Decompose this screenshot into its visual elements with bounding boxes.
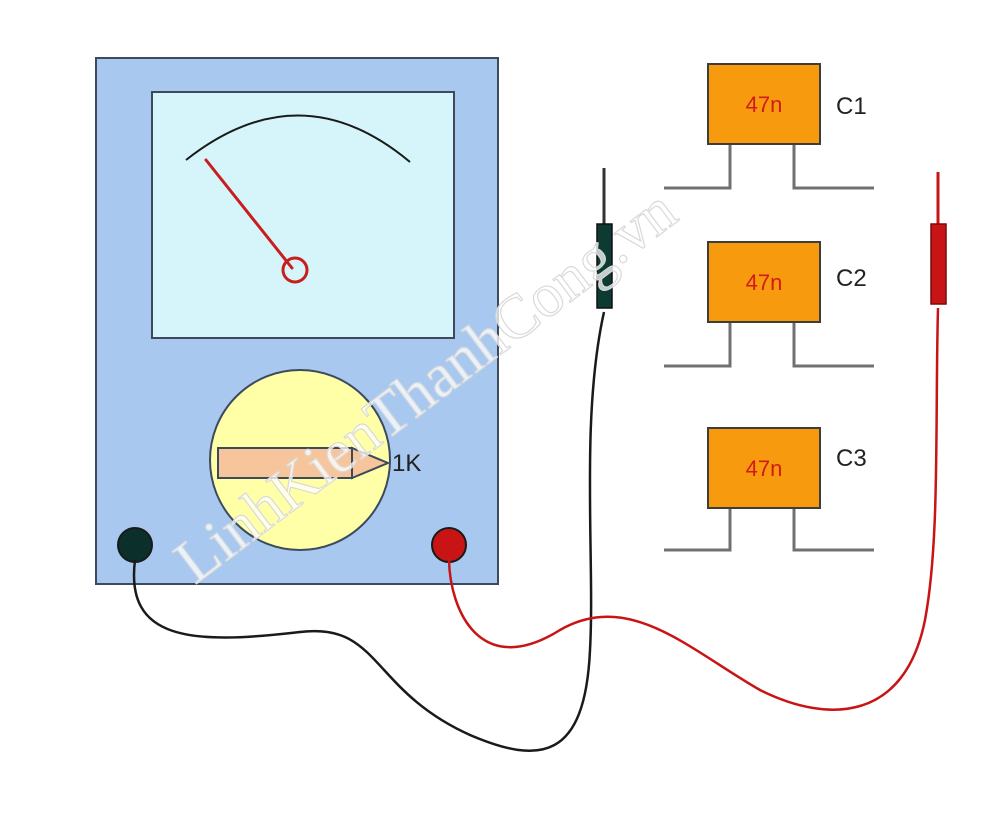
red-probe[interactable] bbox=[930, 172, 947, 305]
c1-body bbox=[707, 63, 821, 145]
c2-left-lead bbox=[664, 320, 732, 368]
capacitor-c2: 47n C2 bbox=[664, 241, 874, 368]
c3-left-lead bbox=[664, 506, 732, 552]
positive-terminal[interactable] bbox=[431, 527, 467, 563]
c2-body bbox=[707, 241, 821, 323]
red-test-lead-wire bbox=[447, 307, 940, 711]
meter-scale-arc bbox=[185, 114, 411, 163]
black-probe-handle bbox=[596, 223, 613, 309]
c1-value: 47n bbox=[746, 92, 783, 117]
meter-needle bbox=[204, 158, 294, 270]
com-terminal[interactable] bbox=[117, 527, 153, 563]
c1-label: C1 bbox=[836, 93, 867, 120]
c3-value: 47n bbox=[746, 456, 783, 481]
c2-right-lead bbox=[792, 320, 874, 368]
c2-value: 47n bbox=[746, 270, 783, 295]
c1-right-lead bbox=[792, 142, 874, 190]
red-probe-handle bbox=[930, 223, 947, 305]
range-selector-pointer[interactable] bbox=[217, 446, 391, 480]
needle-pivot bbox=[281, 256, 309, 284]
range-label: 1K bbox=[392, 450, 421, 477]
black-probe[interactable] bbox=[596, 168, 613, 309]
capacitor-c1: 47n C1 bbox=[664, 63, 874, 190]
multimeter: 1K bbox=[95, 57, 499, 585]
c2-label: C2 bbox=[836, 265, 867, 292]
capacitor-c3: 47n C3 bbox=[664, 427, 874, 552]
meter-screen bbox=[151, 91, 455, 339]
black-test-lead-wire bbox=[132, 311, 606, 752]
c3-body bbox=[707, 427, 821, 509]
c3-right-lead bbox=[792, 506, 874, 552]
c1-left-lead bbox=[664, 142, 732, 190]
c3-label: C3 bbox=[836, 445, 867, 472]
